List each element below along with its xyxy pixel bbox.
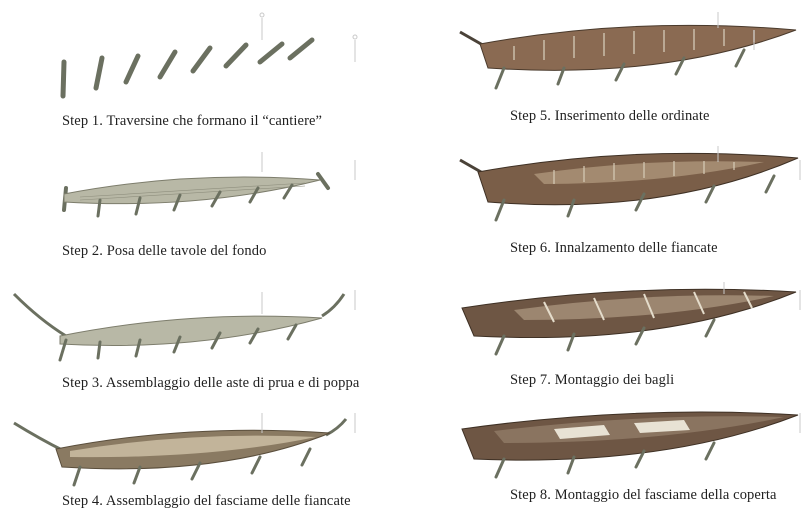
step-6-illustration <box>404 140 804 240</box>
step-5: Step 5. Inserimento delle ordinate <box>404 0 804 135</box>
step-7: Step 7. Montaggio dei bagli <box>404 280 804 405</box>
step-3-caption: Step 3. Assemblaggio delle aste di prua … <box>62 375 359 392</box>
step-8-illustration <box>404 405 804 495</box>
step-3: Step 3. Assemblaggio delle aste di prua … <box>0 280 400 405</box>
step-4: Step 4. Assemblaggio del fasciame delle … <box>0 405 400 519</box>
step-7-illustration <box>404 280 804 380</box>
step-1-caption: Step 1. Traversine che formano il “canti… <box>62 113 322 130</box>
hull-frames <box>480 25 796 70</box>
step-8-caption: Step 8. Montaggio del fasciame della cop… <box>510 487 777 504</box>
step-5-caption: Step 5. Inserimento delle ordinate <box>510 108 710 125</box>
step-2-illustration <box>0 140 400 240</box>
hull-bottom <box>64 177 320 204</box>
bow-stem <box>14 294 66 336</box>
step-4-illustration <box>0 405 400 495</box>
step-4-caption: Step 4. Assemblaggio del fasciame delle … <box>62 493 351 510</box>
step-1: Step 1. Traversine che formano il “canti… <box>0 0 400 135</box>
step-5-illustration <box>404 0 804 110</box>
step-6-caption: Step 6. Innalzamento delle fiancate <box>510 240 718 257</box>
scale-figure <box>260 13 357 62</box>
stern-post <box>322 294 344 316</box>
step-1-illustration <box>0 0 400 112</box>
step-2-caption: Step 2. Posa delle tavole del fondo <box>62 243 266 260</box>
step-2: Step 2. Posa delle tavole del fondo <box>0 140 400 265</box>
step-3-illustration <box>0 280 400 380</box>
step-8: Step 8. Montaggio del fasciame della cop… <box>404 405 804 519</box>
step-7-caption: Step 7. Montaggio dei bagli <box>510 372 674 389</box>
step-6: Step 6. Innalzamento delle fiancate <box>404 140 804 265</box>
sleepers <box>63 40 312 96</box>
